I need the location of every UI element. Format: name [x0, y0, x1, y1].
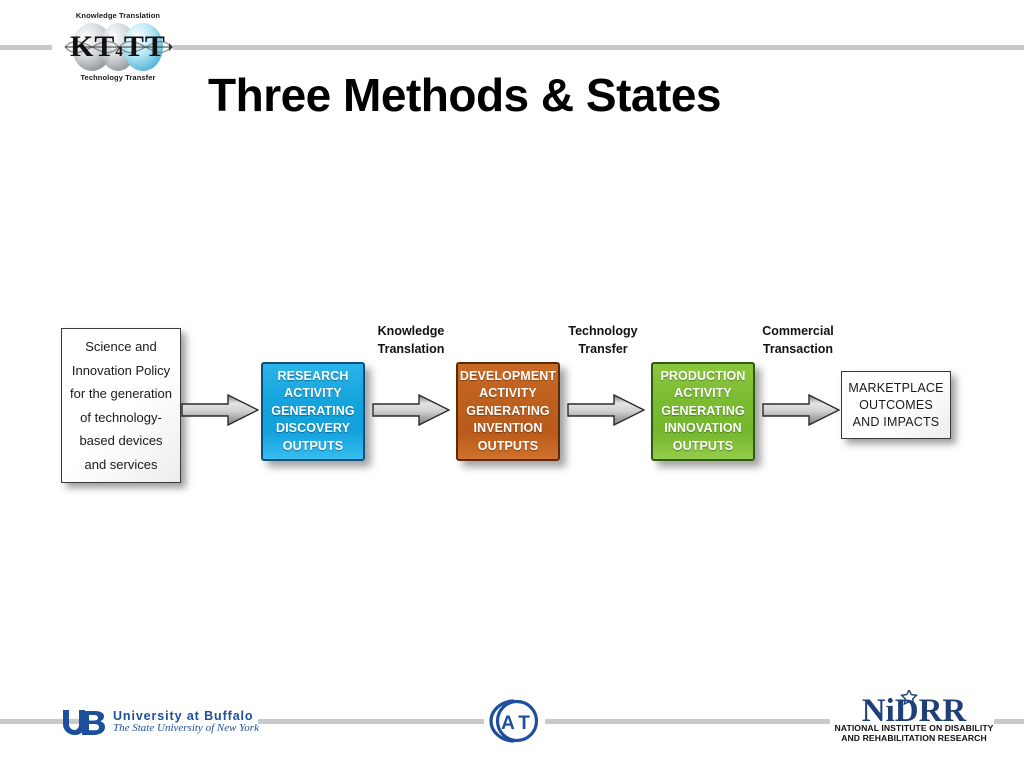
arrow-policy-to-research	[181, 393, 259, 427]
node-policy-line3: for the generation	[70, 386, 172, 401]
node-development-line2: ACTIVITY	[479, 386, 537, 401]
kt4tt-dna-logo: Knowledge Translation	[63, 11, 173, 83]
node-marketplace-outcomes: MARKETPLACE OUTCOMES AND IMPACTS	[841, 371, 951, 439]
node-production-text: PRODUCTION ACTIVITY GENERATING INNOVATIO…	[660, 368, 745, 456]
node-development-line3: GENERATING	[466, 403, 550, 418]
node-development-line4: INVENTION	[473, 421, 543, 436]
cat-logo-letter-a: A	[501, 713, 515, 734]
kt4tt-logo-top-label: Knowledge Translation	[75, 11, 161, 20]
node-production-line4: INNOVATION	[664, 421, 742, 436]
node-policy-line2: Innovation Policy	[71, 362, 171, 378]
phase-label-technology-transfer: Technology Transfer	[543, 322, 663, 358]
node-science-innovation-policy: Science and Innovation Policy for the ge…	[61, 328, 181, 483]
nidrr-wordmark: NiDRR	[832, 688, 996, 729]
kt4tt-logo-letters: K T 4 T T	[63, 22, 173, 72]
node-marketplace-line1: MARKETPLACE	[848, 380, 944, 395]
kt4tt-letter-t3: T	[144, 30, 166, 63]
node-development-line1: DEVELOPMENT	[459, 368, 557, 383]
cat-logo-letter-t: T	[518, 713, 530, 734]
header-divider-rule	[0, 45, 1024, 50]
node-production-line5: OUTPUTS	[672, 438, 734, 453]
ub-logo-text: University at Buffalo The State Universi…	[113, 708, 259, 735]
nidrr-wordmark-art: NiDRR	[862, 688, 968, 729]
phase-label-knowledge-translation: Knowledge Translation	[351, 322, 471, 358]
kt4tt-dna-artwork	[64, 23, 173, 71]
node-research-line1: RESEARCH	[277, 368, 349, 383]
arrow-development-to-production	[567, 393, 645, 427]
phase-label-line2: Translation	[377, 342, 445, 356]
node-research-line3: GENERATING	[271, 403, 355, 418]
node-marketplace-line2: OUTCOMES	[859, 397, 933, 412]
node-production-line3: GENERATING	[661, 403, 745, 418]
arrow-production-to-marketplace	[762, 393, 840, 427]
phase-label-line2: Transfer	[578, 342, 628, 356]
ub-logo-subtitle: The State University of New York	[113, 721, 259, 734]
kt4tt-letter-k: K	[70, 30, 95, 63]
university-at-buffalo-logo: University at Buffalo The State Universi…	[60, 704, 259, 740]
ub-monogram-icon	[63, 710, 105, 735]
node-production-line1: PRODUCTION	[660, 368, 746, 383]
cat-circle-logo: A T	[489, 699, 539, 743]
star-icon	[900, 688, 918, 706]
node-research-line2: ACTIVITY	[284, 386, 342, 401]
kt4tt-letter-t2: T	[123, 30, 145, 63]
node-production-line2: ACTIVITY	[674, 386, 732, 401]
page-title: Three Methods & States	[208, 69, 722, 121]
nidrr-logo: NiDRR NATIONAL INSTITUTE ON DISABILITY A…	[832, 688, 996, 746]
ub-logo-name: University at Buffalo	[113, 708, 254, 723]
node-policy-line5: based devices	[79, 433, 163, 448]
node-policy-line1: Science and	[85, 339, 157, 354]
node-research-line5: OUTPUTS	[282, 438, 344, 453]
node-production-activity: PRODUCTION ACTIVITY GENERATING INNOVATIO…	[651, 362, 755, 461]
node-marketplace-line3: AND IMPACTS	[852, 414, 940, 429]
node-development-line5: OUTPUTS	[477, 438, 539, 453]
nidrr-subtitle-line2: AND REHABILITATION RESEARCH	[841, 732, 987, 743]
node-policy-line4: of technology-	[80, 409, 162, 425]
arrow-research-to-development	[372, 393, 450, 427]
phase-label-line1: Technology	[568, 324, 638, 338]
footer-divider-rule	[0, 719, 1024, 724]
phase-label-line1: Commercial	[762, 324, 834, 338]
node-development-text: DEVELOPMENT ACTIVITY GENERATING INVENTIO…	[460, 368, 556, 456]
kt4tt-letter-t1: T	[94, 30, 116, 63]
node-policy-line6: and services	[84, 456, 158, 472]
svg-text:NiDRR: NiDRR	[862, 693, 968, 724]
node-research-text: RESEARCH ACTIVITY GENERATING DISCOVERY O…	[271, 368, 354, 456]
nidrr-subtitle-line1: NATIONAL INSTITUTE ON DISABILITY	[834, 723, 994, 733]
node-research-activity: RESEARCH ACTIVITY GENERATING DISCOVERY O…	[261, 362, 365, 461]
kt4tt-letter-4: 4	[115, 43, 124, 60]
kt4tt-logo-bottom-label: Technology Transfer	[80, 73, 156, 82]
node-research-line4: DISCOVERY	[275, 421, 351, 436]
phase-label-commercial-transaction: Commercial Transaction	[738, 322, 858, 358]
phase-label-line1: Knowledge	[377, 324, 445, 338]
phase-label-line2: Transaction	[762, 342, 834, 356]
node-policy-text: Science and Innovation Policy for the ge…	[67, 335, 175, 476]
node-development-activity: DEVELOPMENT ACTIVITY GENERATING INVENTIO…	[456, 362, 560, 461]
node-marketplace-text: MARKETPLACE OUTCOMES AND IMPACTS	[848, 380, 943, 431]
